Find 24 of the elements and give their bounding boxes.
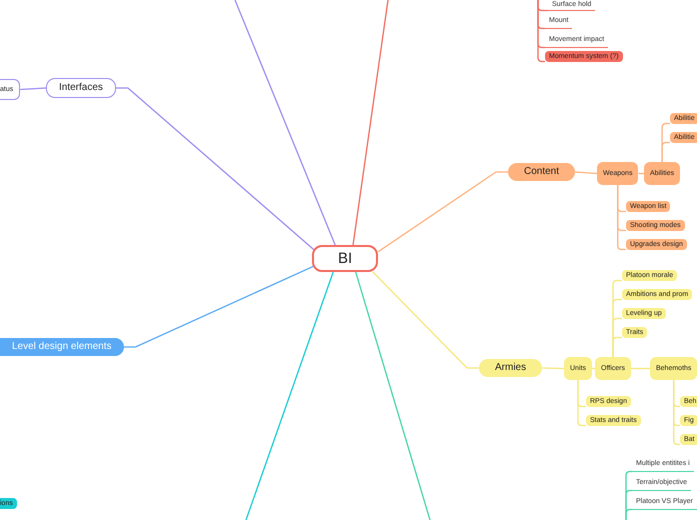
connector-line [355, 272, 431, 520]
connector-line [574, 171, 598, 174]
topic-pill: Content [508, 163, 576, 181]
connector-line [612, 336, 622, 357]
connector-line [352, 0, 389, 246]
connector-line [542, 367, 564, 370]
root-topic: BI [312, 245, 378, 272]
connector-line [124, 265, 314, 348]
connector-line [661, 142, 670, 162]
connector-line [378, 171, 508, 252]
connector-line [372, 272, 479, 369]
connector-line [116, 87, 316, 251]
topic-pill: Interfaces [46, 78, 116, 98]
connector-line [617, 185, 626, 250]
connector-line [577, 380, 586, 426]
topic-pill: Level design elements [0, 338, 124, 356]
connector-line [20, 87, 46, 90]
connector-line [234, 0, 336, 246]
topic-pill: Armies [479, 359, 542, 377]
connector-line [537, 0, 545, 62]
connector-line [245, 272, 334, 520]
connector-line [631, 368, 650, 370]
connector-line [625, 508, 632, 520]
connector-line [673, 380, 680, 446]
